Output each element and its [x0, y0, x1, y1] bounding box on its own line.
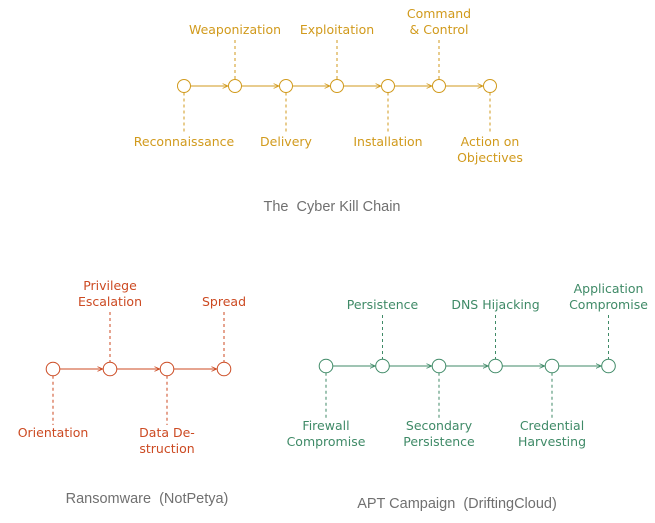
ransomware-stage-node [216, 361, 232, 377]
ransomware-stage-node [102, 361, 118, 377]
ransomware-stage-label: Data De-struction [139, 425, 195, 456]
kill-chain-stage-node [483, 79, 497, 93]
ransomware-stage-label: Spread [202, 294, 246, 309]
ransomware-stage-node [159, 361, 175, 377]
apt-stage-node [601, 358, 616, 374]
ransomware-stage-node [45, 361, 61, 377]
kill-chain-stage-label: Delivery [260, 134, 312, 149]
kill-chain-stage-node [279, 79, 293, 93]
apt-campaign-title: APT Campaign (DriftingCloud) [357, 496, 557, 512]
kill-chain-title: The Cyber Kill Chain [264, 199, 401, 215]
kill-chain-stage-node [330, 79, 344, 93]
kill-chain-stage-node [228, 79, 242, 93]
apt-stage-label: Persistence [347, 297, 419, 312]
kill-chain-stage-node [381, 79, 395, 93]
apt-stage-node [375, 358, 390, 374]
kill-chain-stage-label: Installation [353, 134, 422, 149]
apt-stage-node [544, 358, 560, 374]
apt-stage-node [431, 358, 447, 374]
kill-chain-stage-node [177, 79, 191, 93]
kill-chain-stage-label: Reconnaissance [134, 134, 235, 149]
ransomware-title: Ransomware (NotPetya) [66, 491, 229, 507]
kill-chain-stage-label: Command& Control [407, 6, 471, 37]
apt-stage-node [488, 358, 503, 374]
kill-chain-stage-label: Weaponization [189, 22, 281, 37]
apt-stage-node [318, 358, 334, 374]
ransomware-stage-label: Orientation [18, 425, 89, 440]
apt-stage-label: DNS Hijacking [451, 297, 539, 312]
kill-chain-stage-label: Exploitation [300, 22, 374, 37]
kill-chain-stage-node [432, 79, 446, 93]
